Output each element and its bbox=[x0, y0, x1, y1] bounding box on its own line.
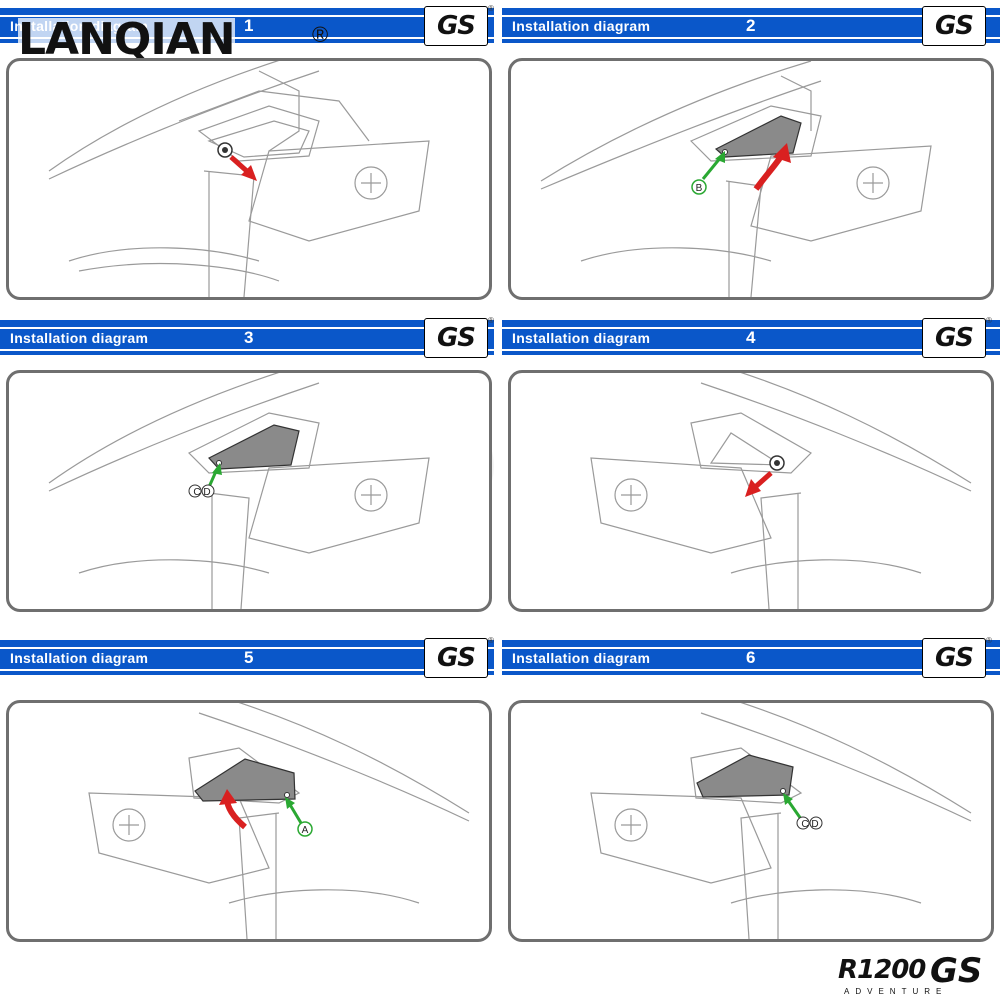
registered-mark: ® bbox=[488, 316, 494, 325]
diagram-panel-1 bbox=[6, 58, 492, 300]
step-number: 3 bbox=[244, 328, 254, 347]
step-number: 6 bbox=[746, 648, 756, 667]
registered-mark: ® bbox=[488, 4, 494, 13]
gs-logo: GS bbox=[922, 638, 986, 678]
diagram-panel-3: C D bbox=[6, 370, 492, 612]
callout-b: B bbox=[691, 179, 707, 195]
adventure-text: ADVENTURE bbox=[844, 987, 948, 996]
diagram-panel-4 bbox=[508, 370, 994, 612]
step-number: 4 bbox=[746, 328, 756, 347]
callout-cd: C D bbox=[188, 484, 215, 498]
gs-logo: GS bbox=[922, 318, 986, 358]
arrow-red-icon bbox=[745, 471, 773, 497]
svg-text:C D: C D bbox=[801, 819, 818, 830]
svg-text:A: A bbox=[302, 825, 309, 836]
header-step-6: Installation diagram 6 GS ® bbox=[502, 636, 1000, 678]
arrow-red-curved-icon bbox=[753, 143, 791, 191]
gs-logo: GS bbox=[922, 6, 986, 46]
motorcycle-drawing-5: A bbox=[88, 703, 470, 939]
motorcycle-drawing-1 bbox=[48, 61, 430, 297]
registered-mark: ® bbox=[986, 316, 992, 325]
header-step-2: Installation diagram 2 GS bbox=[502, 6, 1000, 46]
step-number: 5 bbox=[244, 648, 254, 667]
registered-mark: ® bbox=[488, 636, 494, 645]
header-title: Installation diagram bbox=[512, 330, 651, 346]
svg-text:C D: C D bbox=[193, 487, 210, 498]
header-title: Installation diagram bbox=[512, 650, 651, 666]
callout-a: A bbox=[297, 821, 313, 837]
arrow-red-curved-icon bbox=[219, 789, 247, 830]
header-step-3: Installation diagram 3 GS ® bbox=[0, 316, 494, 358]
callout-cd: C D bbox=[796, 816, 823, 830]
diagram-panel-2: B bbox=[508, 58, 994, 300]
registered-mark: ® bbox=[986, 636, 992, 645]
gs-logo: GS bbox=[424, 638, 488, 678]
header-step-5: Installation diagram 5 GS ® bbox=[0, 636, 494, 678]
arrow-green-icon bbox=[207, 463, 222, 488]
arrow-green-icon bbox=[701, 151, 725, 180]
step-number: 2 bbox=[746, 16, 756, 35]
brand-registered-mark: ® bbox=[312, 22, 329, 47]
step-number: 1 bbox=[244, 16, 254, 35]
motorcycle-drawing-3: C D bbox=[48, 373, 430, 609]
svg-text:B: B bbox=[696, 183, 703, 194]
screw-icon bbox=[217, 142, 233, 158]
screw-icon bbox=[769, 455, 785, 471]
brand-logo: LANQIAN bbox=[18, 14, 236, 65]
gs-logo: GS bbox=[424, 6, 488, 46]
model-text: R1200 bbox=[838, 955, 926, 985]
header-title: Installation diagram bbox=[512, 18, 651, 34]
header-title: Installation diagram bbox=[10, 330, 149, 346]
mesh-grille bbox=[194, 758, 296, 802]
arrow-green-icon bbox=[783, 793, 803, 820]
diagram-panel-5: A bbox=[6, 700, 492, 942]
diagram-panel-6: C D bbox=[508, 700, 994, 942]
mesh-grille bbox=[208, 424, 300, 470]
gs-text: GS bbox=[930, 951, 983, 991]
header-step-4: Installation diagram 4 GS ® bbox=[502, 316, 1000, 358]
motorcycle-drawing-2: B bbox=[540, 61, 932, 297]
arrow-red-icon bbox=[229, 155, 257, 181]
motorcycle-drawing-6: C D bbox=[590, 703, 972, 939]
header-title: Installation diagram bbox=[10, 650, 149, 666]
r1200gs-adventure-logo: R1200 GS ADVENTURE bbox=[838, 951, 988, 999]
gs-logo: GS bbox=[424, 318, 488, 358]
mesh-grille bbox=[696, 754, 794, 798]
motorcycle-drawing-4 bbox=[590, 373, 972, 609]
arrow-green-icon bbox=[285, 797, 303, 824]
